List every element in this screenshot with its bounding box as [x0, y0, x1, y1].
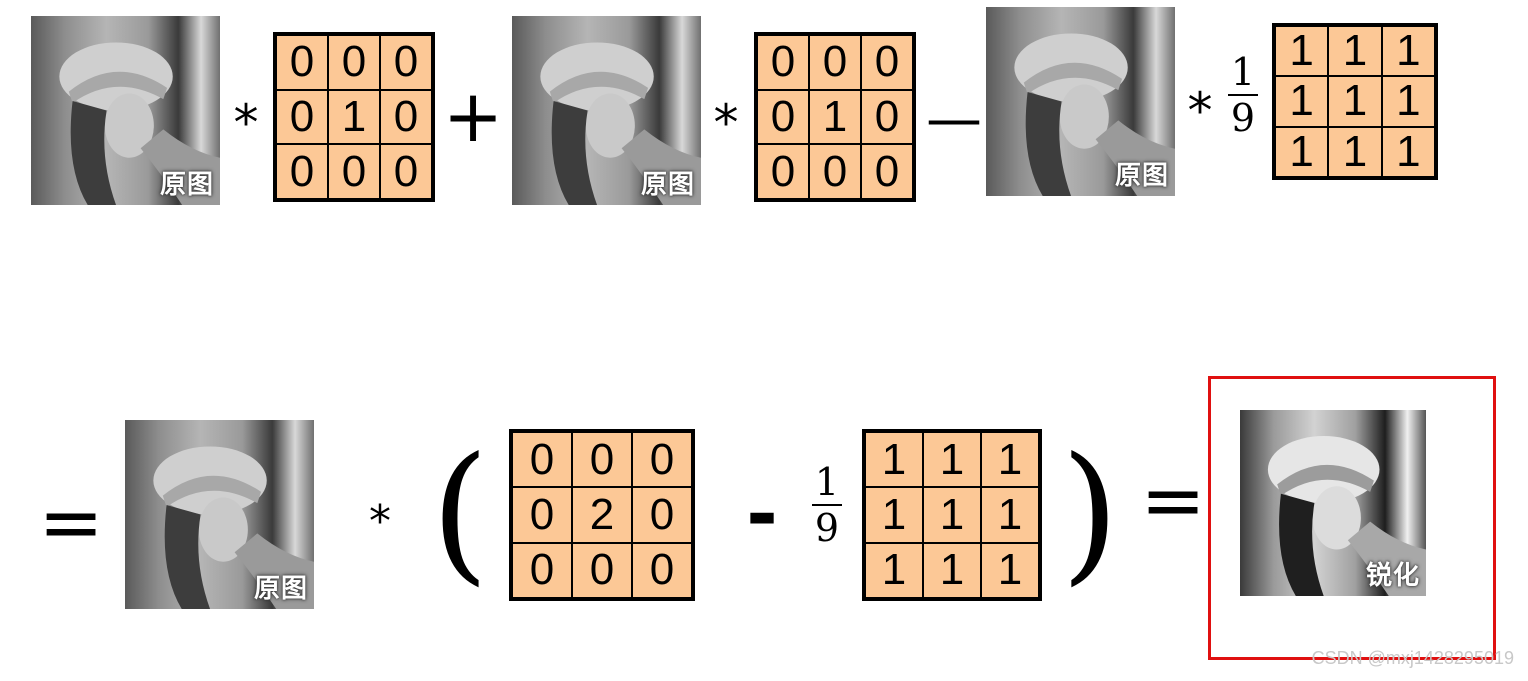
minus-operator: -	[746, 469, 778, 558]
kernel-cell: 0	[276, 144, 328, 199]
image-caption: 原图	[640, 170, 695, 200]
fraction-numerator: 1	[1230, 50, 1256, 94]
kernel-cell: 0	[328, 35, 380, 90]
kernel-cell: 0	[512, 487, 572, 543]
multiply-operator: *	[713, 94, 739, 152]
kernel-cell: 0	[809, 144, 861, 199]
plus-operator: +	[442, 74, 504, 158]
kernel-cell: 0	[861, 35, 913, 90]
kernel-cell: 1	[923, 432, 981, 488]
kernel-cell: 1	[865, 432, 923, 488]
open-parenthesis: (	[430, 426, 490, 600]
portrait-illustration	[153, 446, 314, 609]
portrait-illustration	[540, 42, 701, 205]
kernel-cell: 1	[1328, 126, 1382, 177]
kernel-cell: 0	[572, 542, 632, 598]
portrait-illustration	[1267, 436, 1426, 596]
fraction-bar	[1228, 94, 1258, 96]
kernel-cell: 0	[757, 144, 809, 199]
kernel-cell: 1	[1381, 76, 1435, 127]
kernel-cell: 1	[1275, 26, 1329, 77]
portrait-illustration	[59, 42, 220, 205]
original-image-3: 原图	[986, 7, 1175, 196]
kernel-cell: 1	[923, 542, 981, 598]
kernel-cell: 0	[512, 542, 572, 598]
kernel-cell: 1	[1275, 126, 1329, 177]
sharpened-image: 锐化	[1240, 410, 1426, 596]
kernel-cell: 0	[861, 89, 913, 145]
kernel-cell: 0	[809, 35, 861, 90]
image-caption: 原图	[1114, 161, 1169, 191]
fraction-denominator: 9	[1230, 96, 1256, 140]
kernel-cell: 1	[809, 89, 861, 145]
close-parenthesis: )	[1060, 426, 1120, 600]
kernel-cell: 0	[572, 432, 632, 488]
kernel-cell: 0	[757, 35, 809, 90]
kernel-cell: 0	[328, 144, 380, 199]
kernel-cell: 1	[1328, 26, 1382, 77]
kernel-cell: 1	[865, 542, 923, 598]
kernel-cell: 1	[981, 542, 1039, 598]
kernel-cell: 0	[861, 144, 913, 199]
doubled-identity-kernel: 0 0 0 0 2 0 0 0 0	[509, 429, 695, 601]
kernel-cell: 0	[632, 542, 692, 598]
fraction-one-ninth: 1 9	[810, 462, 844, 548]
identity-kernel-1: 0 0 0 0 1 0 0 0 0	[273, 32, 435, 202]
multiply-operator: *	[1187, 82, 1213, 140]
image-caption: 锐化	[1365, 561, 1420, 591]
kernel-cell: 0	[276, 89, 328, 145]
mean-kernel-1: 1 1 1 1 1 1 1 1 1	[1272, 23, 1438, 180]
fraction-numerator: 1	[814, 460, 840, 504]
image-caption: 原图	[159, 170, 214, 200]
kernel-cell: 0	[632, 432, 692, 488]
kernel-cell: 1	[1275, 76, 1329, 127]
multiply-operator: *	[233, 94, 259, 152]
identity-kernel-2: 0 0 0 0 1 0 0 0 0	[754, 32, 916, 202]
csdn-watermark: CSDN @mxj1428295019	[1311, 648, 1514, 668]
image-caption: 原图	[253, 574, 308, 604]
mean-kernel-2: 1 1 1 1 1 1 1 1 1	[862, 429, 1042, 601]
kernel-cell: 0	[276, 35, 328, 90]
kernel-cell: 1	[923, 487, 981, 543]
equals-operator: =	[1140, 456, 1206, 546]
kernel-cell: 1	[1328, 76, 1382, 127]
kernel-cell: 2	[572, 487, 632, 543]
fraction-denominator: 9	[814, 506, 840, 550]
original-image-2: 原图	[512, 16, 701, 205]
multiply-operator: *	[369, 496, 391, 547]
kernel-cell: 1	[328, 89, 380, 145]
portrait-illustration	[1014, 33, 1175, 196]
kernel-cell: 1	[981, 487, 1039, 543]
kernel-cell: 1	[865, 487, 923, 543]
fraction-bar	[812, 504, 842, 506]
kernel-cell: 1	[981, 432, 1039, 488]
kernel-cell: 1	[1381, 26, 1435, 77]
kernel-cell: 0	[380, 144, 432, 199]
kernel-cell: 0	[512, 432, 572, 488]
kernel-cell: 0	[632, 487, 692, 543]
equals-operator: =	[38, 478, 104, 568]
kernel-cell: 0	[380, 89, 432, 145]
original-image-1: 原图	[31, 16, 220, 205]
kernel-cell: 0	[380, 35, 432, 90]
result-highlight-box	[1208, 376, 1496, 660]
fraction-one-ninth: 1 9	[1226, 52, 1260, 138]
original-image-4: 原图	[125, 420, 314, 609]
kernel-cell: 1	[1381, 126, 1435, 177]
minus-operator: —	[926, 87, 982, 152]
kernel-cell: 0	[757, 89, 809, 145]
